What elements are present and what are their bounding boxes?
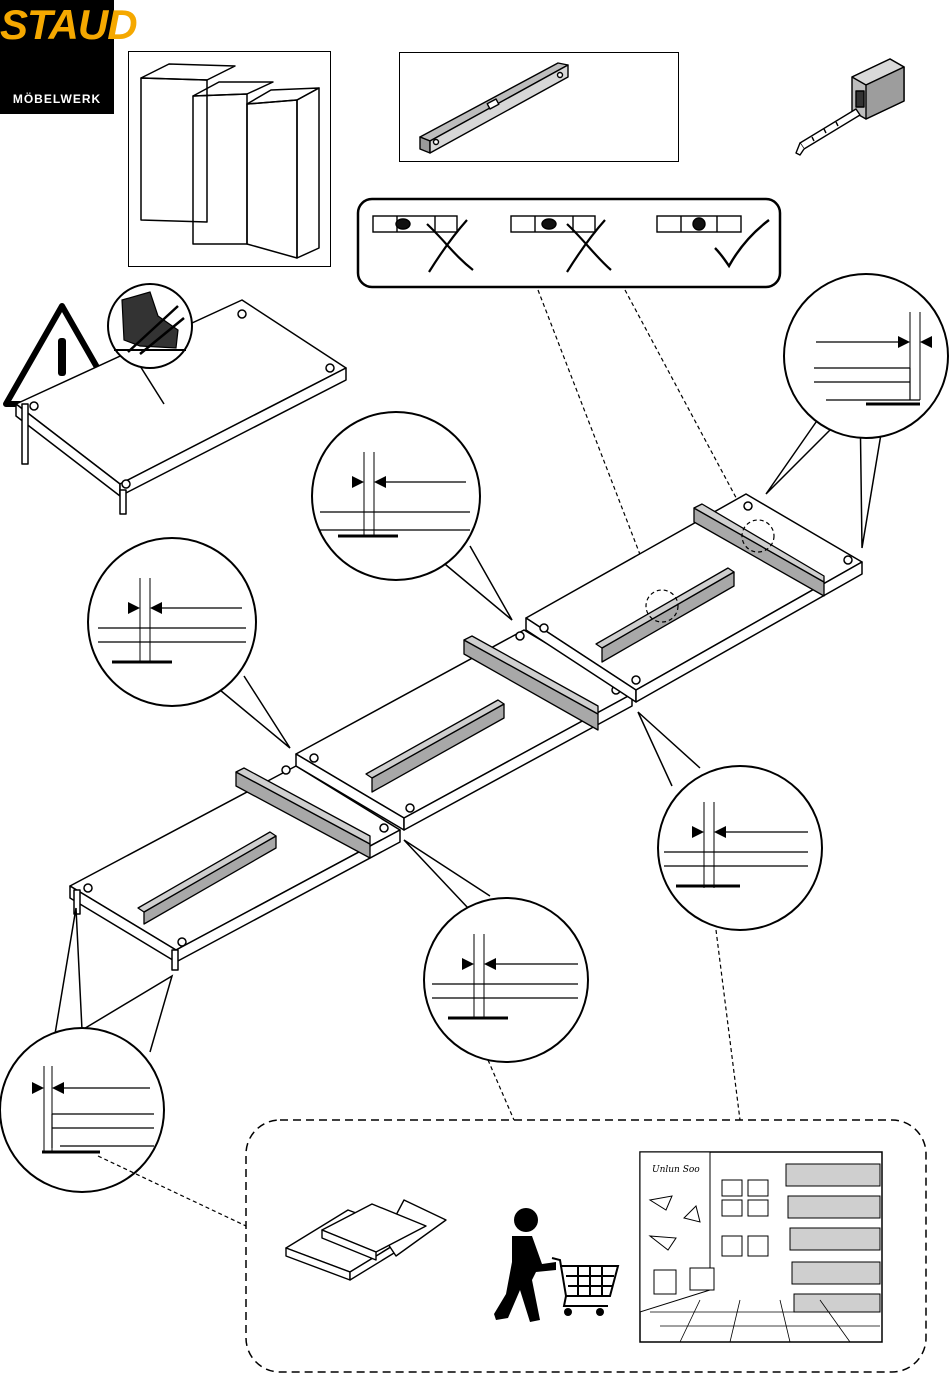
store-sign-text: Unlun Soo bbox=[652, 1165, 700, 1175]
gap-detail-callout-2 bbox=[88, 538, 290, 748]
hardware-store-icon: Unlun Soo bbox=[640, 1152, 882, 1342]
levelling-shims-icon bbox=[286, 1200, 446, 1280]
person-with-shopping-cart-icon bbox=[494, 1208, 618, 1322]
gap-detail-callout-3 bbox=[766, 274, 948, 548]
gap-detail-callout-5 bbox=[404, 840, 588, 1062]
gap-detail-callout-4 bbox=[638, 712, 822, 930]
gap-detail-callout-1 bbox=[312, 412, 512, 620]
gap-detail-callout-6 bbox=[0, 908, 172, 1192]
